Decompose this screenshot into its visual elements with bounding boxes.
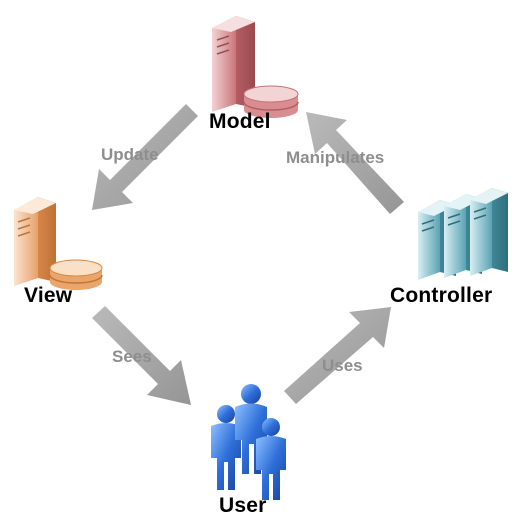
view-icon [14, 197, 103, 290]
model-icon [212, 16, 299, 118]
user-label: User [219, 494, 267, 517]
model-label: Model [209, 110, 271, 133]
manipulates-label: Manipulates [286, 148, 385, 167]
uses-arrow [284, 307, 391, 404]
user-icon [211, 384, 286, 500]
sees-arrow [92, 306, 191, 405]
manipulates-arrow [306, 112, 404, 214]
update-label: Update [101, 145, 159, 164]
uses-label: Uses [322, 356, 363, 375]
update-arrow [92, 104, 198, 210]
controller-label: Controller [390, 284, 493, 307]
sees-label: Sees [112, 347, 152, 366]
view-label: View [24, 284, 73, 307]
controller-icon [418, 188, 508, 280]
